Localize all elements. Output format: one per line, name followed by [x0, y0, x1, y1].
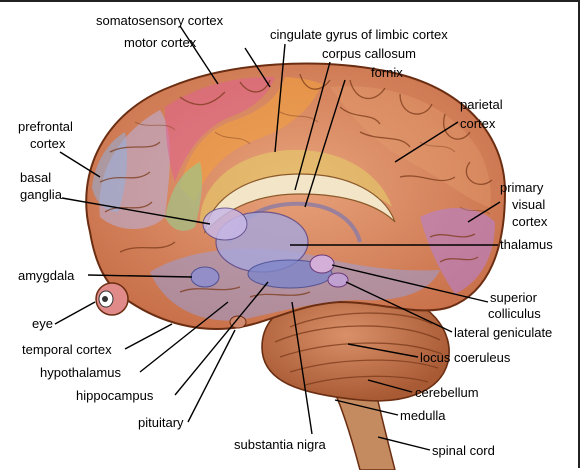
label-cingulate-gyrus: cingulate gyrus of limbic cortex [270, 27, 448, 42]
label-superior-line1: superior [490, 290, 538, 305]
label-thalamus: thalamus [500, 237, 553, 252]
label-parietal-line1: parietal [460, 97, 503, 112]
label-somatosensory-cortex: somatosensory cortex [96, 13, 224, 28]
label-prefrontal-line2: cortex [30, 136, 66, 151]
label-temporal-cortex: temporal cortex [22, 342, 112, 357]
label-motor-cortex: motor cortex [124, 35, 197, 50]
label-eye: eye [32, 316, 53, 331]
lateral-geniculate-shape [328, 273, 348, 287]
amygdala-shape [191, 267, 219, 287]
eye-shape [96, 283, 128, 315]
label-prefrontal-line1: prefrontal [18, 119, 73, 134]
label-pituitary: pituitary [138, 415, 184, 430]
label-superior-line2: colliculus [488, 306, 541, 321]
label-substantia-nigra: substantia nigra [234, 437, 327, 452]
label-hypothalamus: hypothalamus [40, 365, 121, 380]
label-basal-line1: basal [20, 170, 51, 185]
label-medulla: medulla [400, 408, 446, 423]
label-cerebellum: cerebellum [415, 385, 479, 400]
label-amygdala: amygdala [18, 268, 75, 283]
label-lateral-geniculate: lateral geniculate [454, 325, 552, 340]
label-primary-visual-line1: primary [500, 180, 544, 195]
superior-colliculus-shape [310, 255, 334, 273]
label-primary-visual-line3: cortex [512, 214, 548, 229]
label-fornix: fornix [371, 65, 403, 80]
label-parietal-line2: cortex [460, 116, 496, 131]
label-locus-coeruleus: locus coeruleus [420, 350, 511, 365]
label-corpus-callosum: corpus callosum [322, 46, 416, 61]
label-basal-line2: ganglia [20, 187, 63, 202]
label-hippocampus: hippocampus [76, 388, 154, 403]
label-spinal-cord: spinal cord [432, 443, 495, 458]
label-primary-visual-line2: visual [512, 197, 545, 212]
